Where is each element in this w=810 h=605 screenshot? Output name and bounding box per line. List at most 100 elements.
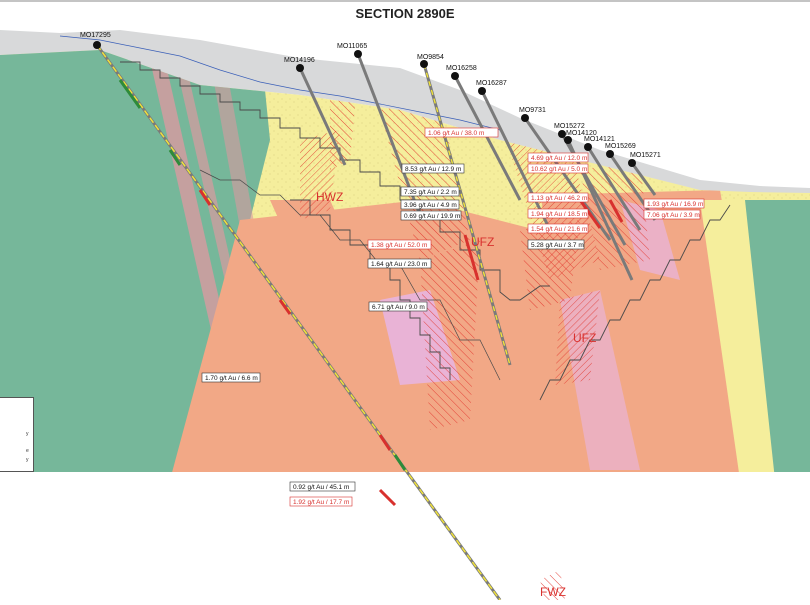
intercept-i7: 1.64 g/t Au / 23.0 m [367,258,432,269]
intercept-text: 1.94 g/t Au / 18.5 m [531,211,587,218]
hole-label-h9854: MO9854 [417,54,444,61]
assay-green-2 [168,149,182,166]
zone-label-hwz: HWZ [316,190,343,204]
collar-h9731 [521,114,529,122]
intercept-callouts: 1.06 g/t Au / 38.0 m 8.53 g/t Au / 12.9 … [201,127,705,507]
hole-label-h14121: MO14121 [584,136,615,143]
intercept-i4: 3.96 g/t Au / 4.9 m [400,199,460,210]
collar-h15272 [558,130,566,138]
legend-item-2: e [26,448,29,454]
drill-trace-h14120 [566,139,634,281]
intercept-text: 5.28 g/t Au / 3.7 m [531,242,584,249]
collar-h11065 [354,50,362,58]
section-title: SECTION 2890E [355,6,455,21]
intercept-text: 1.93 g/t Au / 16.9 m [647,201,703,208]
drill-trace-h16258 [453,75,522,201]
assay-red-2 [278,299,292,315]
hole-label-h14196: MO14196 [284,57,315,64]
assay-red-3 [378,434,392,451]
collar-h16287 [478,87,486,95]
pit-outline-lower-left [290,199,451,380]
intercept-i18: 0.92 g/t Au / 45.1 m [289,481,356,492]
intercept-text: 7.06 g/t Au / 3.9 m [647,212,700,219]
intercept-i3: 7.35 g/t Au / 2.2 m [400,186,460,197]
assay-red-5 [463,234,480,281]
collar-h15269 [606,150,614,158]
intercept-text: 4.69 g/t Au / 12.0 m [531,155,587,162]
assay-red-7 [608,199,624,223]
intercept-text: 8.53 g/t Au / 12.9 m [405,166,461,173]
pit-outline-upper [120,61,550,301]
intercept-text: 1.92 g/t Au / 17.7 m [293,499,349,506]
salmon-unit-2 [270,200,420,400]
collar-h14120 [564,136,572,144]
yellow-unit-right [700,200,775,472]
intercept-i9: 4.69 g/t Au / 12.0 m [527,152,589,163]
intercept-text: 1.38 g/t Au / 52.0 m [371,242,427,249]
hole-label-h9731: MO9731 [519,107,546,114]
hole-label-h16258: MO16258 [446,65,477,72]
hole-labels: MO17295 MO14196 MO11065 MO9854 MO16258 M… [80,32,661,159]
collar-h15271 [628,159,636,167]
assay-green-1 [118,79,142,109]
geology-units [0,50,810,472]
hole-label-h15269: MO15269 [605,143,636,150]
intercept-i1: 1.06 g/t Au / 38.0 m [424,127,499,138]
intercept-text: 1.54 g/t Au / 21.6 m [531,226,587,233]
drill-trace-h9854-assay [423,63,511,366]
pit-outline-inner [199,169,501,381]
intercept-i14: 5.28 g/t Au / 3.7 m [527,239,585,250]
assay-red-1 [198,189,212,206]
drill-trace-h14121 [586,146,642,231]
intercept-text: 1.70 g/t Au / 6.6 m [205,375,258,382]
intercept-text: 0.69 g/t Au / 19.9 m [404,213,460,220]
intercept-text: 10.62 g/t Au / 5.0 m [531,166,587,173]
hole-label-h11065: MO11065 [337,43,367,50]
ore-zone-8 [300,130,340,220]
intercept-text: 6.71 g/t Au / 9.0 m [372,304,425,311]
intercept-i10: 10.62 g/t Au / 5.0 m [527,163,589,174]
ore-zone-3 [420,240,480,430]
intercept-i16: 7.06 g/t Au / 3.9 m [643,209,701,220]
collar-h14121 [584,143,592,151]
intercept-i15: 1.93 g/t Au / 16.9 m [643,198,705,209]
drill-trace-h17295-assay [96,44,501,601]
collar-h14196 [296,64,304,72]
hole-label-h15271: MO15271 [630,152,661,159]
intercept-text: 1.13 g/t Au / 46.2 m [531,195,587,202]
hole-label-h15272: MO15272 [554,123,585,130]
legend-partial: y e y [0,397,34,472]
intercept-text: 0.92 g/t Au / 45.1 m [293,484,349,491]
zone-label-ufz-2: UFZ [573,331,596,345]
intercept-i6: 1.38 g/t Au / 52.0 m [367,239,432,250]
intercept-i19: 1.92 g/t Au / 17.7 m [289,496,353,507]
collar-h9854 [420,60,428,68]
intercept-text: 1.06 g/t Au / 38.0 m [428,130,484,137]
legend-item-1: y [26,431,29,437]
assay-highlights [118,79,624,507]
intercept-i17: 1.70 g/t Au / 6.6 m [201,372,261,383]
hole-label-h16287: MO16287 [476,80,507,87]
intercept-text: 1.64 g/t Au / 23.0 m [371,261,427,268]
drill-trace-h15269 [608,153,657,221]
assay-red-4 [378,488,397,507]
assay-red-6 [578,199,602,229]
collar-markers [93,41,636,167]
intercept-text: 7.35 g/t Au / 2.2 m [404,189,457,196]
collar-h17295 [93,41,101,49]
pit-outline-right [539,204,731,401]
intercept-i5: 0.69 g/t Au / 19.9 m [400,210,462,221]
title-background [0,0,810,30]
topography-line [59,35,501,131]
intercept-i12: 1.94 g/t Au / 18.5 m [527,208,589,219]
drill-trace-h16287 [480,90,552,231]
ore-zone-7 [555,290,600,385]
drill-trace-h14196 [298,67,347,166]
assay-green-3 [393,454,407,471]
intercept-text: 3.96 g/t Au / 4.9 m [404,202,457,209]
intercept-i8: 6.71 g/t Au / 9.0 m [368,301,428,312]
zone-label-ufz-1: UFZ [471,235,494,249]
ore-zone-fwz [540,570,565,600]
hole-label-h17295: MO17295 [80,32,111,39]
